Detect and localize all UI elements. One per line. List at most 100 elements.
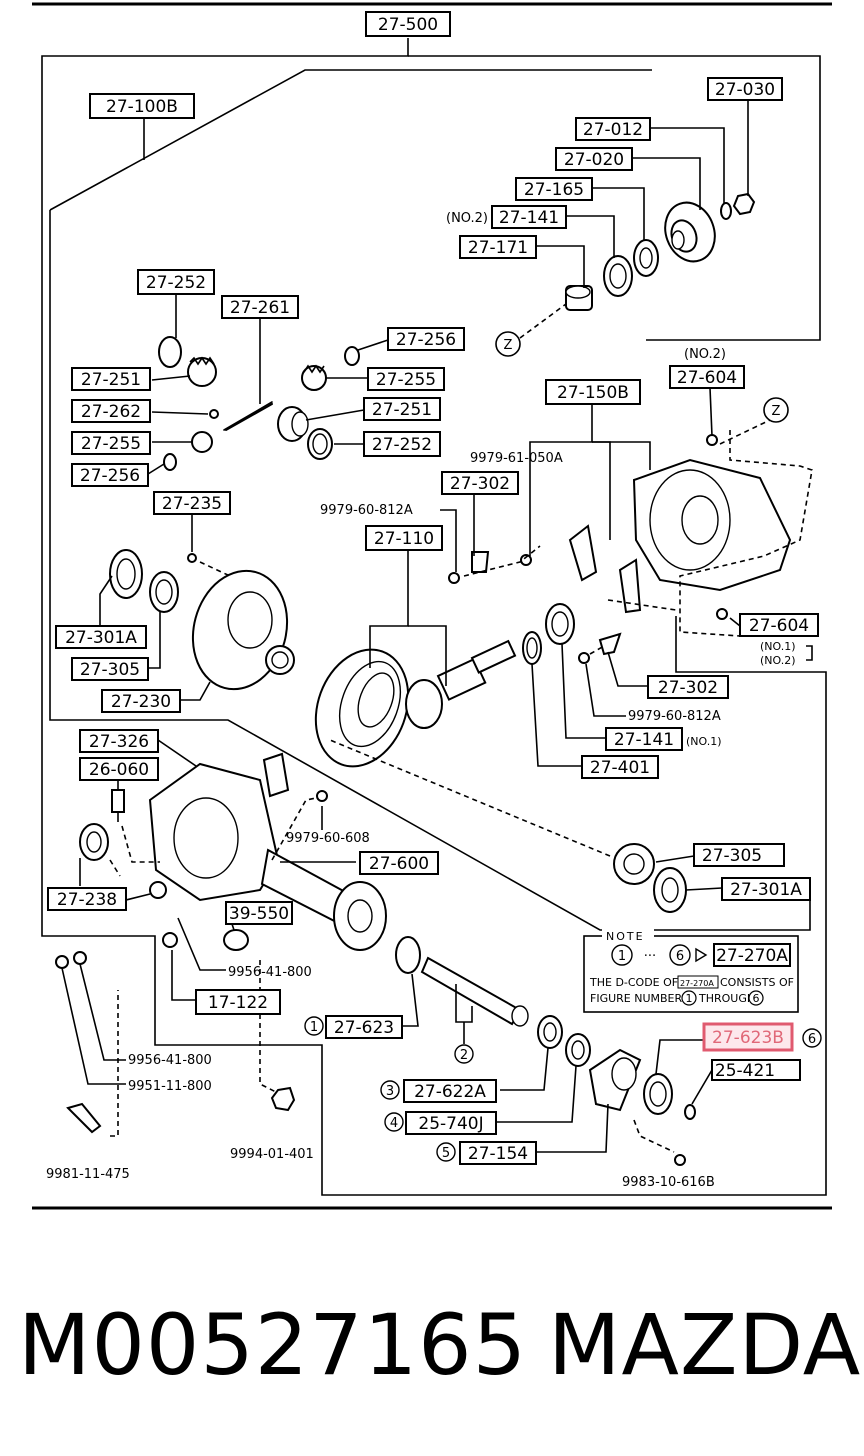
carrier-housing-part xyxy=(632,458,792,592)
label-27-622A[interactable]: 27-622A xyxy=(403,1079,497,1103)
label-27-020[interactable]: 27-020 xyxy=(555,147,633,171)
svg-text:27-235: 27-235 xyxy=(162,494,222,514)
plug-part-39-550 xyxy=(223,929,249,951)
label-27-012[interactable]: 27-012 xyxy=(575,117,651,141)
side-adjuster-part-left xyxy=(109,549,143,599)
label-39-550[interactable]: 39-550 xyxy=(225,901,293,925)
code-9979-61-050A: 9979-61-050A xyxy=(470,451,563,466)
svg-text:1: 1 xyxy=(310,1020,318,1035)
label-27-604-mid[interactable]: 27-604 xyxy=(739,613,819,637)
label-27-255-right[interactable]: 27-255 xyxy=(367,367,445,391)
bolt-part-9983 xyxy=(674,1154,686,1166)
label-27-165[interactable]: 27-165 xyxy=(515,177,593,201)
svg-text:6: 6 xyxy=(676,949,684,964)
label-27-171[interactable]: 27-171 xyxy=(459,235,537,259)
parts-diagram: 27-500 xyxy=(32,2,832,1210)
svg-text:3: 3 xyxy=(386,1084,394,1099)
label-27-235[interactable]: 27-235 xyxy=(153,491,231,515)
label-27-100B[interactable]: 27-100B xyxy=(89,93,195,119)
side-gear-part-b xyxy=(277,406,309,442)
label-27-230[interactable]: 27-230 xyxy=(101,689,181,713)
svg-text:27-622A: 27-622A xyxy=(414,1082,486,1102)
label-27-141-no1[interactable]: 27-141 xyxy=(605,727,683,751)
label-27-326[interactable]: 27-326 xyxy=(79,729,159,753)
callout-5: 5 xyxy=(436,1142,456,1162)
no-bracket xyxy=(806,645,813,661)
svg-text:27-154: 27-154 xyxy=(468,1144,528,1164)
label-27-255-left[interactable]: 27-255 xyxy=(71,431,151,455)
label-27-256-left[interactable]: 27-256 xyxy=(71,463,149,487)
label-27-623B-highlighted[interactable]: 27-623B xyxy=(702,1022,794,1052)
leader-lines xyxy=(61,87,782,1153)
callout-4: 4 xyxy=(384,1112,404,1132)
label-27-238[interactable]: 27-238 xyxy=(47,887,127,911)
label-27-600[interactable]: 27-600 xyxy=(359,851,439,875)
label-27-305-left[interactable]: 27-305 xyxy=(71,657,149,681)
svg-text:1: 1 xyxy=(686,992,693,1005)
bolt-part-812A-a xyxy=(448,572,460,584)
label-26-060[interactable]: 26-060 xyxy=(79,757,159,781)
assembly-outline xyxy=(41,38,827,1196)
label-27-154[interactable]: 27-154 xyxy=(459,1141,537,1165)
parts-illustrations xyxy=(55,192,792,1166)
label-27-261[interactable]: 27-261 xyxy=(221,295,299,319)
label-27-251-left[interactable]: 27-251 xyxy=(71,367,151,391)
label-27-301A-right[interactable]: 27-301A xyxy=(721,877,811,901)
label-27-150B[interactable]: 27-150B xyxy=(545,379,641,405)
label-27-110[interactable]: 27-110 xyxy=(365,525,443,551)
svg-text:THROUGH: THROUGH xyxy=(698,992,755,1005)
svg-text:26-060: 26-060 xyxy=(89,760,149,780)
svg-text:27-256: 27-256 xyxy=(396,330,456,350)
label-27-401[interactable]: 27-401 xyxy=(581,755,659,779)
footer: M00527165 MAZDA xyxy=(18,1290,860,1400)
label-25-421[interactable]: 25-421 xyxy=(711,1059,801,1081)
label-27-305-right[interactable]: 27-305 xyxy=(693,843,785,867)
svg-text:27-604: 27-604 xyxy=(677,368,737,388)
code-9956-41-800-a: 9956-41-800 xyxy=(228,965,312,980)
pinion-gear-part-b xyxy=(191,431,213,453)
svg-text:1: 1 xyxy=(618,949,626,964)
label-27-256-top[interactable]: 27-256 xyxy=(387,327,465,351)
label-27-252-right[interactable]: 27-252 xyxy=(363,431,441,457)
label-27-141-no2[interactable]: 27-141 xyxy=(491,205,567,229)
breather-part xyxy=(111,789,125,822)
label-27-301A-left[interactable]: 27-301A xyxy=(55,625,147,649)
note-title: NOTE xyxy=(606,930,645,943)
label-27-302-bottom[interactable]: 27-302 xyxy=(647,675,729,699)
svg-text:6: 6 xyxy=(753,992,760,1005)
annotation-no2-604: (NO.2) xyxy=(684,347,726,362)
bolt-part-9981 xyxy=(66,1102,102,1134)
svg-text:27-261: 27-261 xyxy=(230,298,290,318)
annotation-no1-141: (NO.1) xyxy=(686,735,722,748)
label-27-604-top[interactable]: 27-604 xyxy=(669,365,745,389)
svg-text:39-550: 39-550 xyxy=(229,904,289,924)
label-27-623[interactable]: 27-623 xyxy=(325,1015,403,1039)
bolt-part-604-mid xyxy=(716,608,728,620)
label-27-251-right[interactable]: 27-251 xyxy=(363,397,441,421)
label-27-030[interactable]: 27-030 xyxy=(707,77,783,101)
label-25-740J[interactable]: 25-740J xyxy=(405,1111,497,1135)
nut-part xyxy=(732,192,756,216)
svg-text:5: 5 xyxy=(442,1146,450,1161)
label-27-500[interactable]: 27-500 xyxy=(365,11,451,37)
note-box: NOTE 1 ··· 6 27-270A THE D-CODE OF 27-27… xyxy=(583,928,799,1013)
label-27-302-top[interactable]: 27-302 xyxy=(441,471,519,495)
svg-text:27-100B: 27-100B xyxy=(106,97,178,117)
svg-text:27-141: 27-141 xyxy=(499,208,559,228)
svg-text:27-171: 27-171 xyxy=(468,238,528,258)
svg-text:27-110: 27-110 xyxy=(374,529,434,549)
breather-bracket-part xyxy=(262,752,290,798)
label-27-252-top[interactable]: 27-252 xyxy=(137,269,215,295)
pinion-gear-part-a xyxy=(301,364,327,391)
pinion-shaft-part xyxy=(225,403,273,431)
brand-name: MAZDA xyxy=(548,1296,862,1394)
thrust-washer-part-d xyxy=(163,453,177,471)
oil-seal-part-25-740J xyxy=(565,1033,591,1067)
code-9981-11-475: 9981-11-475 xyxy=(46,1167,130,1182)
label-27-262[interactable]: 27-262 xyxy=(71,399,151,423)
svg-text:27-141: 27-141 xyxy=(614,730,674,750)
label-17-122[interactable]: 17-122 xyxy=(195,989,281,1015)
spacer-part xyxy=(565,285,593,311)
note-code-27-270A[interactable]: 27-270A xyxy=(716,946,788,966)
annotation-no1-604: (NO.1) xyxy=(760,640,796,653)
